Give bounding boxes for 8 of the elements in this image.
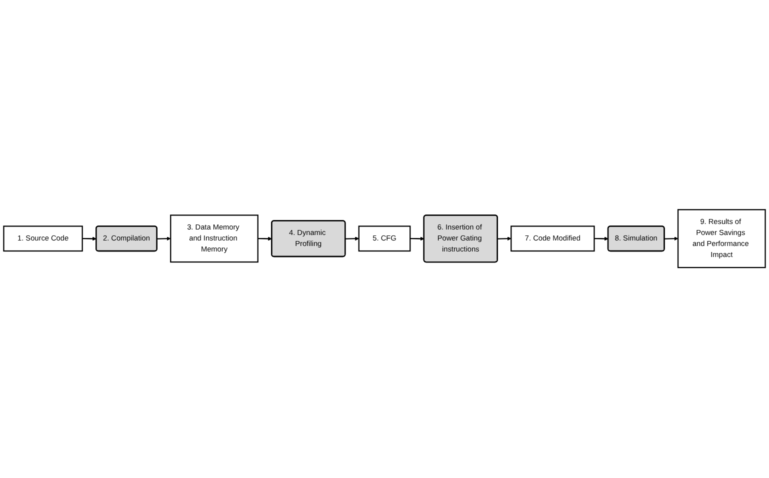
arrow bbox=[258, 237, 272, 242]
arrow bbox=[157, 236, 171, 242]
arrow bbox=[664, 236, 678, 242]
arrow bbox=[410, 237, 424, 242]
arrow bbox=[498, 236, 512, 242]
arrow bbox=[82, 237, 97, 242]
arrow bbox=[594, 237, 608, 242]
arrow bbox=[345, 236, 360, 242]
